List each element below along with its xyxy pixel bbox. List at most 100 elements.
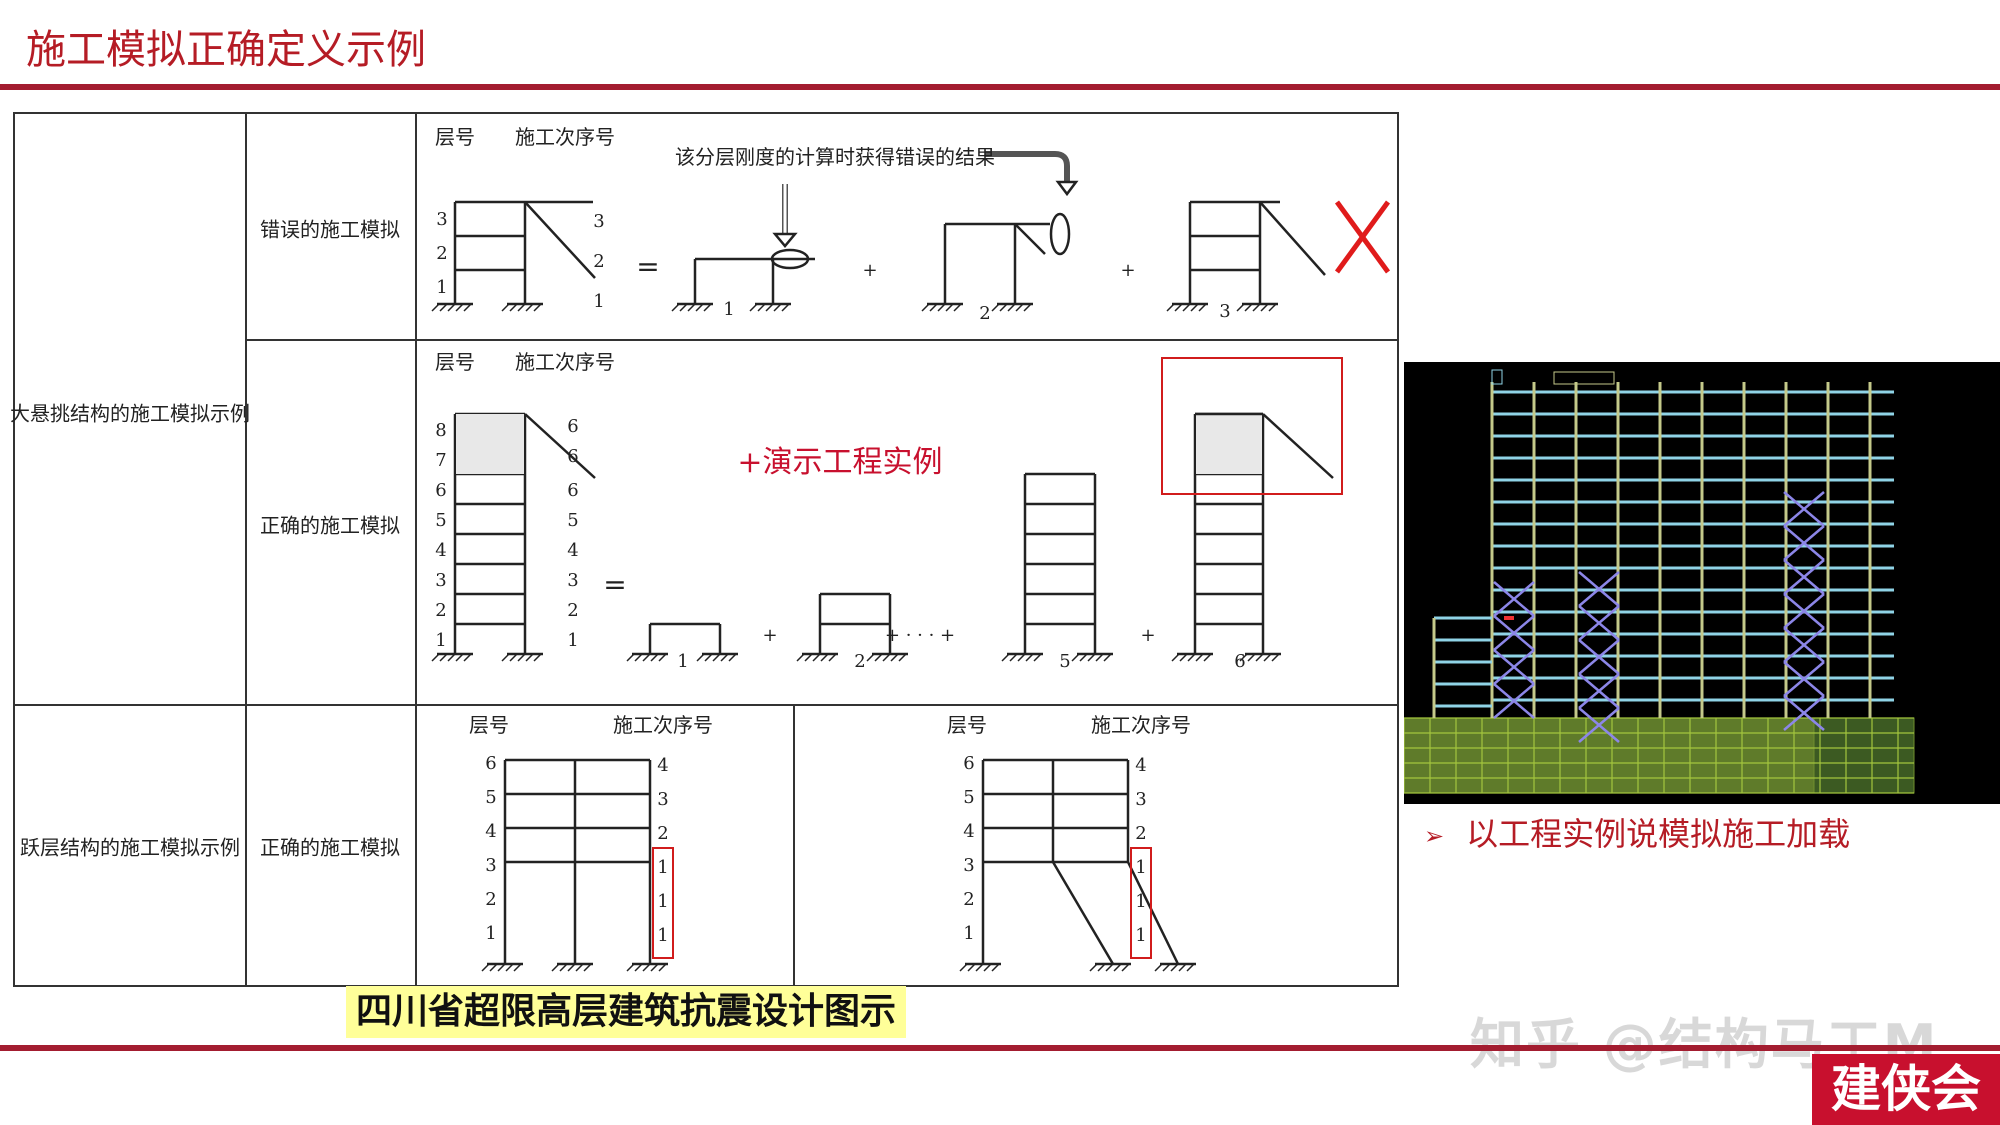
support-hatch — [1089, 963, 1098, 972]
hatched-zone — [1196, 414, 1262, 474]
support-hatch — [533, 303, 542, 312]
support-hatch — [991, 963, 1000, 972]
floor-no-header: 层号 — [947, 713, 987, 737]
support-hatch — [1239, 653, 1248, 662]
support-hatch — [1113, 963, 1122, 972]
stage-number: 1 — [723, 299, 734, 320]
support-hatch — [765, 303, 774, 312]
model-brace — [1578, 605, 1620, 641]
support-hatch — [945, 303, 954, 312]
support-hatch — [583, 963, 592, 972]
support-hatch — [1105, 963, 1114, 972]
seq-number: 1 — [1135, 925, 1146, 946]
support-hatch — [1271, 653, 1280, 662]
support-hatch — [1001, 653, 1010, 662]
floor-number: 8 — [435, 420, 446, 441]
floor-number: 4 — [485, 821, 496, 842]
model-brace — [1783, 695, 1825, 731]
support-hatch — [671, 303, 680, 312]
floor-number: 4 — [435, 540, 446, 561]
grid-line — [793, 704, 795, 987]
seq-number: 6 — [567, 480, 578, 501]
highlight-box — [652, 847, 674, 959]
bullet-item: ➢以工程实例说模拟施工加载 — [1424, 810, 1850, 860]
support-hatch — [1171, 653, 1180, 662]
correct-simulation-label: 正确的施工模拟 — [260, 513, 400, 538]
support-hatch — [1009, 653, 1018, 662]
model-podium — [1404, 717, 1815, 794]
seq-number: 4 — [1135, 755, 1146, 776]
support-hatch — [1071, 653, 1080, 662]
support-hatch — [929, 303, 938, 312]
support-hatch — [1103, 653, 1112, 662]
support-hatch — [642, 963, 651, 972]
model-brace — [1578, 707, 1620, 743]
wrong-simulation-label: 错误的施工模拟 — [260, 217, 400, 242]
seq-number: 1 — [567, 630, 578, 651]
support-hatch — [509, 303, 518, 312]
wrong-cantilever-diag — [524, 201, 596, 279]
frame-member — [1259, 201, 1326, 276]
support-hatch — [634, 963, 643, 972]
support-hatch — [1198, 303, 1207, 312]
support-hatch — [1195, 653, 1204, 662]
seq-number: 4 — [657, 755, 668, 776]
top-divider — [0, 84, 2000, 90]
support-hatch — [642, 653, 651, 662]
support-hatch — [559, 963, 568, 972]
wrong-mark — [1334, 200, 1391, 274]
seq-number: 4 — [567, 540, 578, 561]
floor-number: 6 — [435, 480, 446, 501]
model-podium — [1813, 717, 1915, 794]
model-brace — [1578, 571, 1620, 607]
figure-panel: 大悬挑结构的施工模拟示例 跃层结构的施工模拟示例 错误的施工模拟 正确的施工模拟… — [10, 112, 1399, 987]
support-hatch — [991, 303, 1000, 312]
stiffness-ellipse — [1049, 212, 1071, 256]
model-brace — [1578, 639, 1620, 675]
seq-number: 3 — [657, 789, 668, 810]
row-group-label-cantilever: 大悬挑结构的施工模拟示例 — [10, 401, 250, 426]
ellipsis-dots: + · · · + — [885, 625, 955, 646]
seq-number: 1 — [657, 891, 668, 912]
support-hatch — [463, 303, 472, 312]
support-hatch — [898, 653, 907, 662]
plus-sign: + — [762, 625, 777, 646]
stage-number: 6 — [1234, 651, 1245, 672]
support-hatch — [937, 303, 946, 312]
support-hatch — [431, 303, 440, 312]
equals-sign: = — [636, 250, 659, 283]
support-hatch — [1166, 303, 1175, 312]
floor-number: 7 — [435, 450, 446, 471]
support-hatch — [1095, 653, 1104, 662]
support-hatch — [1263, 653, 1272, 662]
floor-number: 3 — [435, 570, 446, 591]
floor-number: 5 — [485, 787, 496, 808]
support-hatch — [696, 653, 705, 662]
support-hatch — [501, 653, 510, 662]
support-hatch — [712, 653, 721, 662]
model-brace — [1493, 581, 1535, 617]
support-hatch — [658, 653, 667, 662]
support-hatch — [455, 653, 464, 662]
model-brace — [1783, 627, 1825, 663]
seq-number: 1 — [593, 291, 604, 312]
support-hatch — [796, 653, 805, 662]
support-hatch — [804, 653, 813, 662]
model-brace — [1783, 491, 1825, 527]
support-hatch — [497, 963, 506, 972]
support-hatch — [1187, 653, 1196, 662]
row-group-label-skip-floor: 跃层结构的施工模拟示例 — [20, 835, 240, 860]
support-hatch — [695, 303, 704, 312]
support-hatch — [828, 653, 837, 662]
seq-number: 6 — [567, 416, 578, 437]
support-hatch — [463, 653, 472, 662]
seq-no-header: 施工次序号 — [515, 350, 615, 374]
support-hatch — [1007, 303, 1016, 312]
floor-number: 1 — [485, 923, 496, 944]
support-hatch — [1033, 653, 1042, 662]
floor-number: 3 — [963, 855, 974, 876]
highlight-box — [1161, 357, 1343, 495]
support-hatch — [1017, 653, 1026, 662]
support-hatch — [575, 963, 584, 972]
seq-number: 3 — [593, 211, 604, 232]
